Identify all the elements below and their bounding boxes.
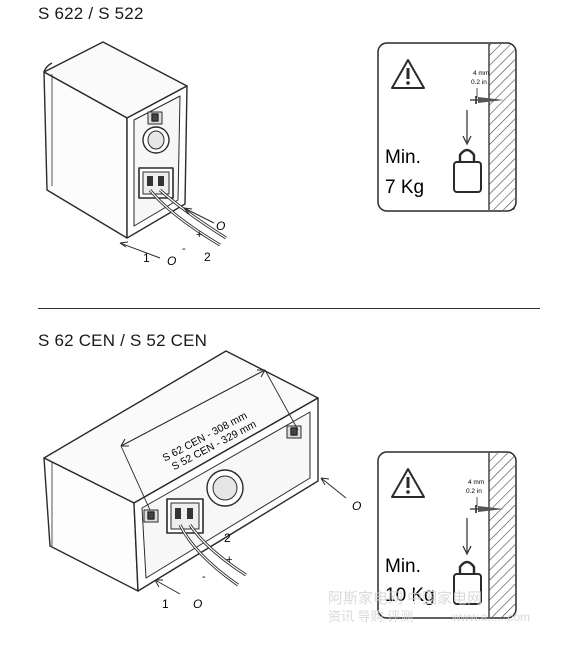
callout-2-s1: 2 [204,250,211,264]
padlock-icon [453,560,482,605]
weight-s1: 7 Kg [385,177,424,198]
section-divider [38,308,540,309]
section1-title: S 622 / S 522 [38,4,144,23]
callout-o-top-s1: O [216,219,225,233]
dim-mm-s1: 4 mm [473,70,489,77]
watermark: 阿斯家电网 中国家电网 资讯 导购 评测 www.a......com [328,590,530,624]
callout-2-s2: 2 [224,531,231,545]
dim-mm-s2: 4 mm [468,479,484,486]
warning-panel-s1: 4 mm 0.2 in Min. 7 Kg [377,42,517,212]
polarity-plus-s1: + [196,229,202,241]
screw-icon [470,88,504,104]
weight-s2: 10 Kg [385,585,435,606]
callout-1-s2: 1 [162,597,169,611]
center-speaker-drawing [43,350,347,595]
polarity-plus-s2: + [226,554,232,566]
polarity-minus-s2: - [202,571,206,583]
bookshelf-speaker-drawing [43,41,227,259]
warning-triangle-icon [391,468,425,498]
min-label-s2: Min. [385,556,421,577]
watermark-url: www.a......com [451,610,530,624]
callout-o-bottom-s1: O [167,254,176,268]
callout-o-bottom-s2: O [193,597,202,611]
watermark-line2: 资讯 导购 评测 [328,609,413,624]
watermark-line1: 阿斯家电网 中国家电网 [328,590,482,607]
padlock-icon [453,148,482,193]
dim-in-s1: 0.2 in [471,79,487,86]
warning-panel-s2: 4 mm 0.2 in Min. 10 Kg [377,451,517,619]
screw-icon [470,497,504,513]
section2-title: S 62 CEN / S 52 CEN [38,331,208,350]
polarity-minus-s1: - [182,243,186,255]
callout-1-s1: 1 [143,251,150,265]
min-label-s1: Min. [385,147,421,168]
warning-triangle-icon [391,59,425,89]
callout-o-side-s2: O [352,499,361,513]
dim-in-s2: 0.2 in [466,488,482,495]
